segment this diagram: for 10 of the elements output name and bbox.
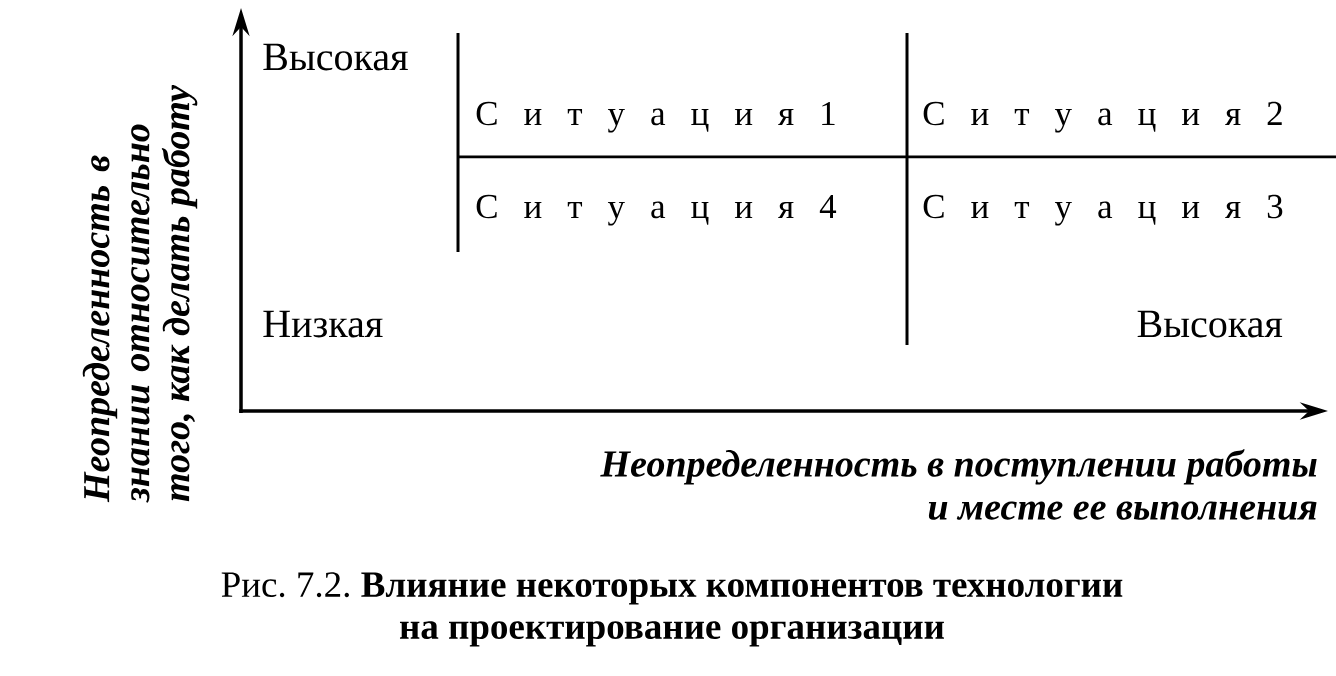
axis-level-label: Высокая: [263, 43, 408, 71]
axis-title: Неопределенность в знании относительно того, как делать работу: [82, 85, 198, 503]
quadrant-label: С и т у а ц и я 3: [923, 194, 1283, 226]
axis-level-label: Высокая: [1137, 310, 1283, 338]
figure-caption: Рис. 7.2. Влияние некоторых компонентов технологии на проектирование организации: [221, 572, 1123, 647]
quadrant-label: С и т у а ц и я 1: [476, 101, 835, 133]
quadrant-label: С и т у а ц и я 2: [923, 101, 1282, 133]
axis-level-label: Низкая: [263, 310, 383, 338]
quadrant-label: С и т у а ц и я 4: [476, 194, 837, 226]
axis-title: Неопределенность в поступлении работы и месте ее выполнения: [600, 449, 1317, 520]
